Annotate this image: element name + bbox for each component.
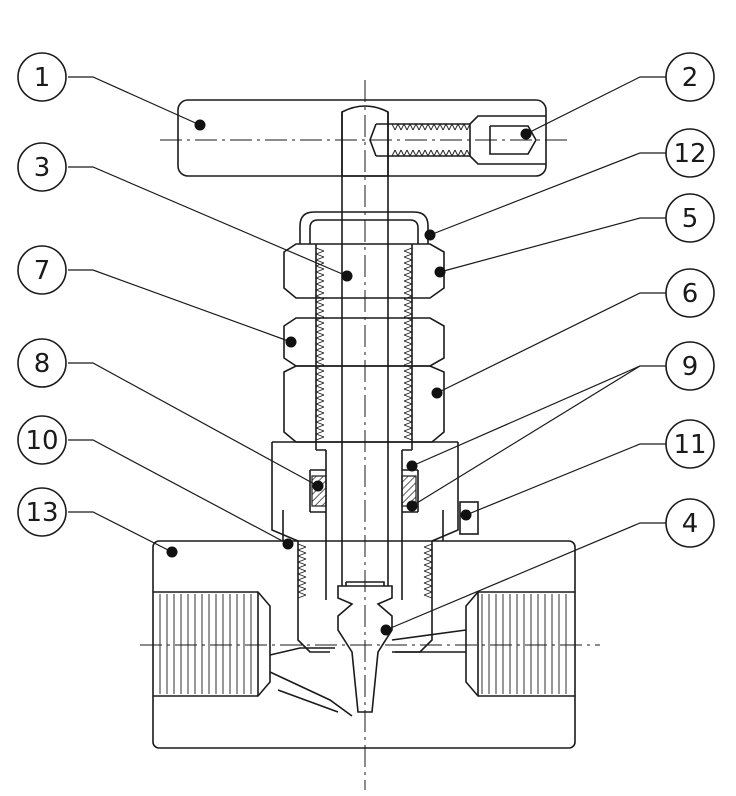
callout-4: 4 <box>665 498 715 548</box>
left-port-thread <box>159 594 252 694</box>
callout-12: 12 <box>665 128 715 178</box>
callout-12-label: 12 <box>673 139 706 169</box>
callout-13-label: 13 <box>25 498 58 528</box>
stem <box>337 105 393 713</box>
callout-5-label: 5 <box>682 204 699 234</box>
callout-3: 3 <box>17 142 67 192</box>
callout-1: 1 <box>17 52 67 102</box>
callout-5: 5 <box>665 193 715 243</box>
callout-2-label: 2 <box>682 63 699 93</box>
right-port-thread <box>481 594 567 694</box>
callout-9: 9 <box>665 341 715 391</box>
handle <box>177 99 547 177</box>
callout-7-label: 7 <box>34 256 51 286</box>
side-lug <box>459 501 479 535</box>
callout-13: 13 <box>17 487 67 537</box>
leaders <box>68 76 666 636</box>
callout-2: 2 <box>665 52 715 102</box>
callout-9-label: 9 <box>682 352 699 382</box>
packing <box>311 475 417 507</box>
callout-10-label: 10 <box>25 426 58 456</box>
centerlines <box>140 80 600 790</box>
callout-11: 11 <box>665 419 715 469</box>
set-screw-threads <box>391 123 471 157</box>
callout-10: 10 <box>17 415 67 465</box>
callout-3-label: 3 <box>34 153 51 183</box>
callout-8-label: 8 <box>34 349 51 379</box>
callout-11-label: 11 <box>673 430 706 460</box>
callout-8: 8 <box>17 338 67 388</box>
callout-4-label: 4 <box>682 509 699 539</box>
callout-6-label: 6 <box>682 279 699 309</box>
callout-1-label: 1 <box>34 63 51 93</box>
callout-6: 6 <box>665 268 715 318</box>
callout-7: 7 <box>17 245 67 295</box>
